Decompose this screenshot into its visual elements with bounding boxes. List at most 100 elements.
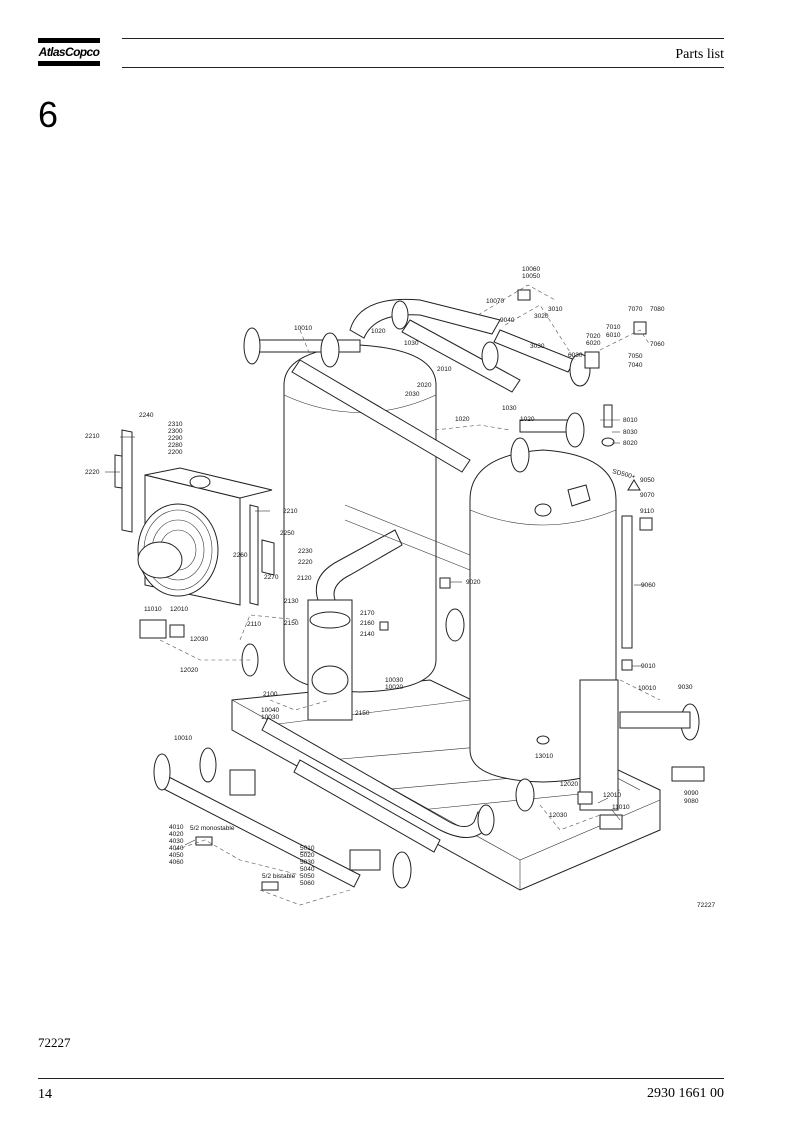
callout: 9110 — [640, 508, 654, 515]
footer-rule — [38, 1078, 724, 1079]
callout: 9010 — [641, 663, 656, 670]
logo-text: AtlasCopco — [38, 45, 100, 59]
header-rule-bottom — [122, 67, 724, 68]
callout: 2020 — [417, 382, 432, 389]
callout: 10030 — [385, 677, 403, 684]
callout: 2110 — [247, 621, 261, 628]
callout: 12030 — [190, 636, 208, 643]
callout: 1030 — [404, 340, 419, 347]
callout: 2200 — [168, 449, 183, 456]
callout: 13010 — [535, 753, 553, 760]
callout: 4020 — [169, 831, 184, 838]
callout: 8030 — [623, 429, 638, 436]
callout: 3010 — [548, 306, 563, 313]
callout: 9050 — [640, 477, 655, 484]
header-rule-top — [122, 38, 724, 39]
callout: 2130 — [284, 598, 299, 605]
callout: 2210 — [283, 508, 298, 515]
callout: 10010 — [174, 735, 192, 742]
callout: 3030 — [530, 343, 545, 350]
logo-bar-bottom — [38, 61, 100, 66]
callout: 12010 — [170, 606, 188, 613]
callout: 5020 — [300, 852, 315, 859]
note-label: 5/2 monostable — [190, 825, 235, 832]
callout: 2150 — [355, 710, 370, 717]
callout: 7020 — [586, 333, 601, 340]
cooler-fan-unit — [114, 429, 275, 606]
callout: 9020 — [466, 579, 481, 586]
callout: 2140 — [360, 631, 375, 638]
callout: 3020 — [534, 313, 549, 320]
callout: 10070 — [486, 298, 504, 305]
callout: 7040 — [628, 362, 643, 369]
callout: 5050 — [300, 873, 315, 880]
callout: 12020 — [560, 781, 578, 788]
central-valve-column — [307, 504, 471, 721]
callout: 2230 — [298, 548, 313, 555]
note-label: 5/2 bistable — [262, 873, 296, 880]
callout: 2280 — [168, 442, 183, 449]
callout: 10010 — [294, 325, 312, 332]
callout: 12030 — [549, 812, 567, 819]
callout: 2030 — [405, 391, 420, 398]
callout: 1030 — [502, 405, 517, 412]
callout: 2220 — [298, 559, 313, 566]
logo-bar-top — [38, 38, 100, 43]
callout: 6010 — [606, 332, 621, 339]
callout: 8020 — [623, 440, 638, 447]
header-title: Parts list — [675, 47, 724, 62]
callout: 5030 — [300, 859, 315, 866]
callout: 7010 — [606, 324, 621, 331]
callout: 2240 — [139, 412, 154, 419]
callout: 11010 — [612, 804, 630, 811]
callout: 1020 — [520, 416, 535, 423]
callout: 2160 — [360, 620, 375, 627]
callout: 6030 — [568, 352, 583, 359]
callout: 4060 — [169, 859, 184, 866]
note-label: SD500+ — [611, 468, 636, 481]
callout: 10030 — [261, 714, 279, 721]
drawing-number: 72227 — [697, 902, 715, 909]
leader-lines — [105, 419, 645, 853]
callout: 2300 — [168, 428, 183, 435]
callout: 10050 — [522, 273, 540, 280]
callout: 10020 — [385, 684, 403, 691]
callout: 7080 — [650, 306, 665, 313]
callout: 2120 — [297, 575, 312, 582]
callout: 5060 — [300, 880, 315, 887]
callout: 9080 — [684, 798, 699, 805]
callout: 4050 — [169, 852, 184, 859]
callout: 6020 — [586, 340, 601, 347]
callout: 2260 — [233, 552, 248, 559]
callout: 2290 — [168, 435, 183, 442]
section-number: 6 — [38, 94, 59, 135]
callout: 10010 — [638, 685, 656, 692]
callout: 2270 — [264, 574, 279, 581]
callout: 2210 — [85, 433, 100, 440]
lower-manifold — [153, 608, 700, 889]
callout: 2310 — [168, 421, 183, 428]
callout: 12010 — [603, 792, 621, 799]
callout: 2170 — [360, 610, 375, 617]
callout: 5040 — [300, 866, 315, 873]
callout: 1020 — [455, 416, 470, 423]
callout: 10060 — [522, 266, 540, 273]
atlas-copco-logo: AtlasCopco — [38, 38, 100, 68]
upper-manifold — [243, 298, 591, 473]
callout: 4040 — [169, 845, 184, 852]
callout: 7060 — [650, 341, 665, 348]
callout: 10040 — [261, 707, 279, 714]
small-components — [139, 289, 705, 891]
callout: 2250 — [280, 530, 295, 537]
callout: 8010 — [623, 417, 638, 424]
callout: 2100 — [263, 691, 278, 698]
callout: 4030 — [169, 838, 184, 845]
callout: 9030 — [678, 684, 693, 691]
callout: 9090 — [684, 790, 699, 797]
document-number: 2930 1661 00 — [647, 1086, 724, 1101]
callout: 2220 — [85, 469, 100, 476]
callout: 7050 — [628, 353, 643, 360]
callout: 11010 — [144, 606, 162, 613]
page-number: 14 — [38, 1087, 52, 1102]
